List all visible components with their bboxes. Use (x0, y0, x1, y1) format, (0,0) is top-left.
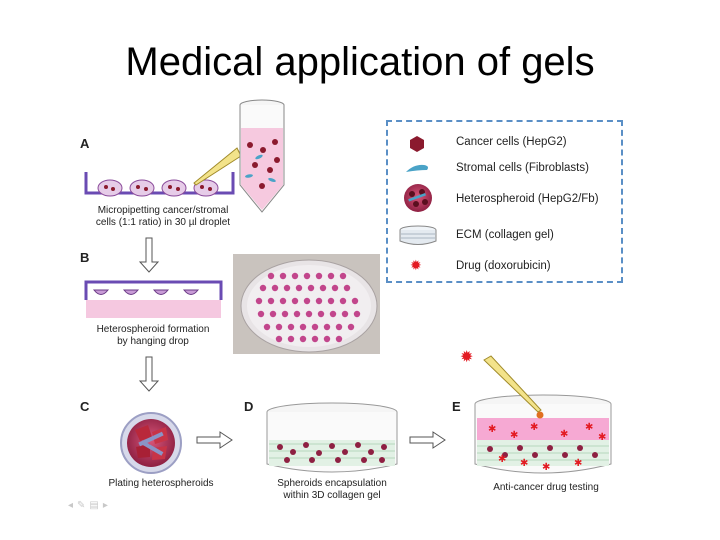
svg-text:✱: ✱ (520, 458, 528, 469)
drug-burst-icon: ✹ (460, 347, 473, 366)
caption-panel-a-line1: Micropipetting cancer/stromal (97, 205, 229, 216)
treated-spheroids (487, 445, 598, 458)
legend-item-cancer-cells: Cancer cells (HepG2) (456, 136, 567, 148)
panel-letter-a: A (80, 136, 90, 151)
panel-letter-e: E (452, 399, 461, 414)
heterospheroid-icon (404, 184, 432, 212)
caption-panel-c: Plating heterospheroids (96, 478, 226, 490)
svg-text:✱: ✱ (530, 422, 538, 433)
pen-icon[interactable]: ✎ (77, 500, 90, 511)
caption-panel-e-line1: Anti-cancer drug testing (493, 482, 599, 493)
panel-e-dish: ✱ ✱ ✱ ✱ ✱ ✱ ✱ ✱ ✱ ✱ ✹ (460, 347, 612, 474)
caption-panel-b-line2: by hanging drop (117, 336, 189, 347)
hanging-drop-plate-photo (233, 254, 380, 354)
svg-text:✱: ✱ (598, 432, 606, 443)
panel-c-heterospheroid (120, 412, 182, 474)
svg-text:✱: ✱ (574, 458, 582, 469)
legend-box: Cancer cells (HepG2) Stromal cells (Fibr… (386, 120, 623, 283)
caption-panel-c-line1: Plating heterospheroids (108, 478, 214, 489)
svg-text:✱: ✱ (560, 429, 568, 440)
arrow-d-to-e (409, 431, 446, 449)
svg-text:✱: ✱ (510, 430, 518, 441)
caption-panel-e: Anti-cancer drug testing (476, 482, 616, 494)
panel-letter-c: C (80, 399, 90, 414)
drug-drop (536, 411, 544, 419)
svg-text:✱: ✱ (498, 454, 506, 465)
panel-b-hanging-drop (84, 280, 223, 318)
slideshow-controls[interactable]: ◂✎▤▸ (68, 500, 112, 511)
menu-icon[interactable]: ▤ (89, 500, 103, 511)
panel-letter-b: B (80, 250, 90, 265)
arrow-c-to-d (196, 431, 233, 449)
caption-panel-d-line1: Spheroids encapsulation (277, 478, 387, 489)
panel-a-tray (84, 147, 242, 197)
legend-item-stromal-cells: Stromal cells (Fibroblasts) (456, 162, 589, 174)
cancer-cell-icon (410, 136, 424, 152)
panel-d-dish (266, 402, 398, 473)
caption-panel-a: Micropipetting cancer/stromal cells (1:1… (78, 205, 248, 229)
caption-panel-d: Spheroids encapsulation within 3D collag… (262, 478, 402, 502)
prev-slide-icon[interactable]: ◂ (68, 500, 78, 511)
encapsulated-spheroids (277, 442, 387, 463)
arrow-a-to-b (138, 237, 160, 273)
svg-text:✱: ✱ (488, 424, 496, 435)
svg-text:✱: ✱ (542, 462, 550, 473)
droplet-row (97, 179, 219, 197)
plate-photo-drawing (233, 254, 380, 354)
legend-item-heterospheroid: Heterospheroid (HepG2/Fb) (456, 193, 599, 205)
arrow-b-to-c (138, 356, 160, 392)
drug-particles: ✱ ✱ ✱ ✱ ✱ ✱ ✱ ✱ ✱ ✱ (488, 422, 606, 473)
svg-text:✱: ✱ (585, 422, 593, 433)
next-slide-icon[interactable]: ▸ (102, 500, 112, 511)
legend-item-ecm: ECM (collagen gel) (456, 229, 554, 241)
panel-letter-d: D (244, 399, 254, 414)
stromal-cell-icon (406, 164, 428, 172)
pipette-tip-e (483, 355, 542, 413)
caption-panel-b: Heterospheroid formation by hanging drop (78, 324, 228, 348)
ecm-icon (399, 225, 437, 245)
cell-tube (239, 99, 285, 213)
drug-icon: ✹ (410, 258, 422, 274)
slide-title: Medical application of gels (125, 40, 595, 84)
caption-panel-b-line1: Heterospheroid formation (96, 324, 210, 335)
legend-icons: ✹ (399, 136, 437, 274)
caption-panel-a-line2: cells (1:1 ratio) in 30 µl droplet (95, 217, 231, 228)
caption-panel-d-line2: within 3D collagen gel (283, 490, 381, 501)
legend-item-drug: Drug (doxorubicin) (456, 260, 551, 272)
